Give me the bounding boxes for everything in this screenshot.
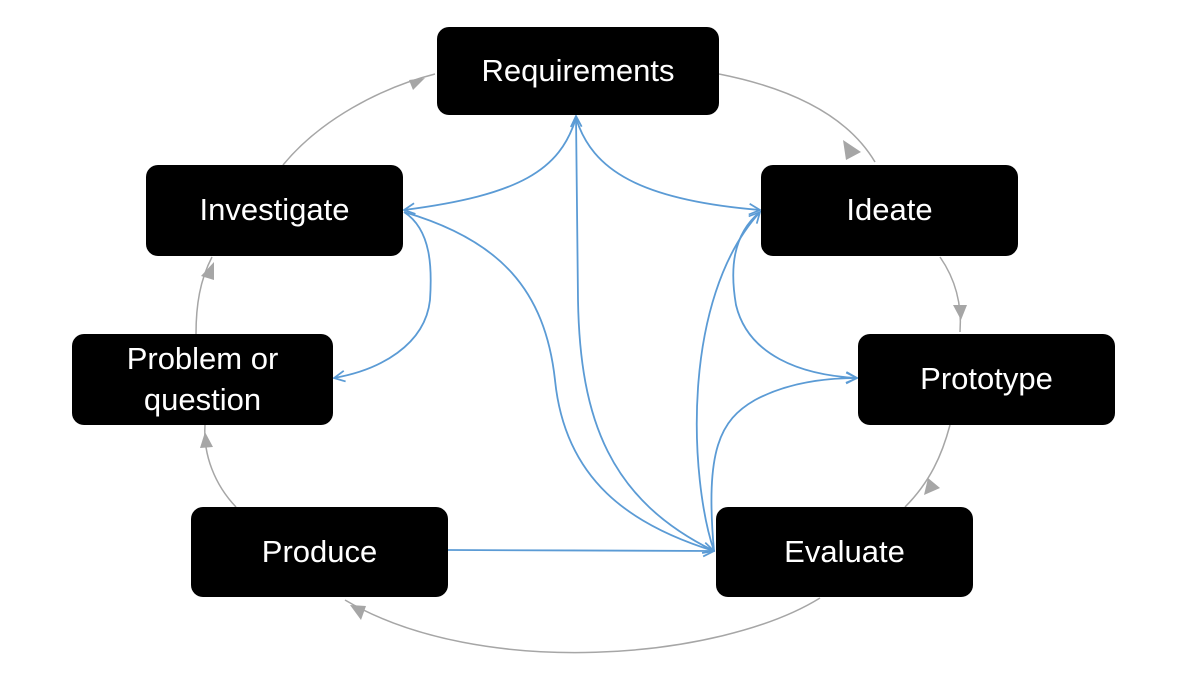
node-investigate: Investigate	[146, 165, 403, 256]
cycle-arrowhead-1	[843, 140, 861, 160]
cycle-arrow-evaluate-to-produce	[344, 597, 821, 654]
node-evaluate: Evaluate	[716, 507, 973, 597]
node-evaluate-label: Evaluate	[784, 533, 905, 569]
node-produce-label: Produce	[261, 533, 378, 569]
node-problem-label: Problem or question	[127, 339, 279, 421]
cycle-arrowhead-5	[200, 432, 213, 448]
cycle-arrowhead-7	[409, 78, 425, 90]
node-prototype: Prototype	[858, 334, 1115, 425]
cycle-arrow-problem-to-investigate	[195, 256, 213, 335]
node-ideate: Ideate	[761, 165, 1018, 256]
iteration-connectors	[334, 116, 857, 551]
node-problem-or-question: Problem or question	[72, 334, 333, 425]
cycle-arrowhead-4	[350, 605, 366, 620]
link-requirements-ideate	[575, 117, 760, 210]
cycle-arrow-prototype-to-evaluate	[904, 424, 951, 508]
node-problem-label-line1: Problem or	[126, 340, 279, 376]
cycle-arrowhead-2	[953, 305, 967, 320]
cycle-arrowheads	[200, 78, 967, 620]
cycle-arrow-produce-to-problem	[204, 424, 237, 508]
link-requirements-investigate	[404, 117, 577, 210]
link-investigate-evaluate	[403, 211, 714, 551]
cycle-connectors	[195, 73, 962, 654]
link-evaluate-ideate	[695, 212, 760, 552]
cycle-arrowhead-3	[924, 478, 940, 495]
node-requirements: Requirements	[437, 27, 719, 115]
link-evaluate-requirements	[576, 116, 715, 552]
node-problem-label-line2: question	[143, 381, 262, 417]
node-prototype-label: Prototype	[920, 361, 1053, 397]
link-produce-evaluate	[447, 550, 714, 551]
node-ideate-label: Ideate	[846, 192, 933, 228]
node-produce: Produce	[191, 507, 448, 597]
link-evaluate-prototype	[710, 378, 857, 552]
cycle-arrow-ideate-to-prototype	[939, 256, 962, 333]
cycle-arrowhead-6	[201, 262, 214, 280]
node-requirements-label: Requirements	[481, 52, 675, 88]
cycle-arrow-requirements-to-ideate	[718, 73, 876, 163]
link-investigate-problem	[334, 211, 432, 378]
node-investigate-label: Investigate	[199, 192, 350, 228]
